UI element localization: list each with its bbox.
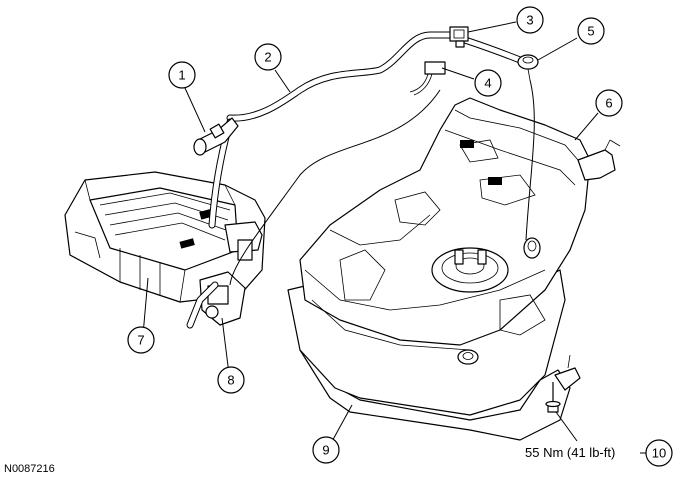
callout-10-number: 10: [652, 446, 666, 461]
callout-2: 2: [254, 43, 282, 71]
electrical-connector: [449, 26, 469, 48]
callout-6-number: 6: [605, 96, 612, 111]
callout-6: 6: [595, 89, 623, 117]
quick-connect-coupling: [193, 117, 239, 156]
torque-spec-label: 55 Nm (41 lb-ft): [525, 445, 615, 460]
callout-1: 1: [168, 61, 196, 89]
callout-7: 7: [127, 326, 155, 354]
callout-5-number: 5: [587, 24, 594, 39]
callout-1-number: 1: [178, 68, 185, 83]
callout-8: 8: [217, 366, 245, 394]
callout-10: 10: [645, 439, 673, 467]
callout-4: 4: [474, 69, 502, 97]
callout-3: 3: [516, 6, 544, 34]
callout-7-number: 7: [137, 333, 144, 348]
callout-2-number: 2: [264, 50, 271, 65]
callout-8-number: 8: [227, 373, 234, 388]
callout-9: 9: [312, 436, 340, 464]
rollover-valve: [517, 54, 539, 81]
wiring-harness: [409, 61, 446, 96]
callout-3-number: 3: [526, 13, 533, 28]
vent-solenoid: [186, 271, 246, 329]
callout-4-number: 4: [484, 76, 491, 91]
callout-9-number: 9: [322, 443, 329, 458]
strap-bolt: [545, 382, 561, 413]
fuel-tank: [287, 97, 621, 441]
callout-5: 5: [577, 17, 605, 45]
figure-id: N0087216: [4, 463, 55, 475]
